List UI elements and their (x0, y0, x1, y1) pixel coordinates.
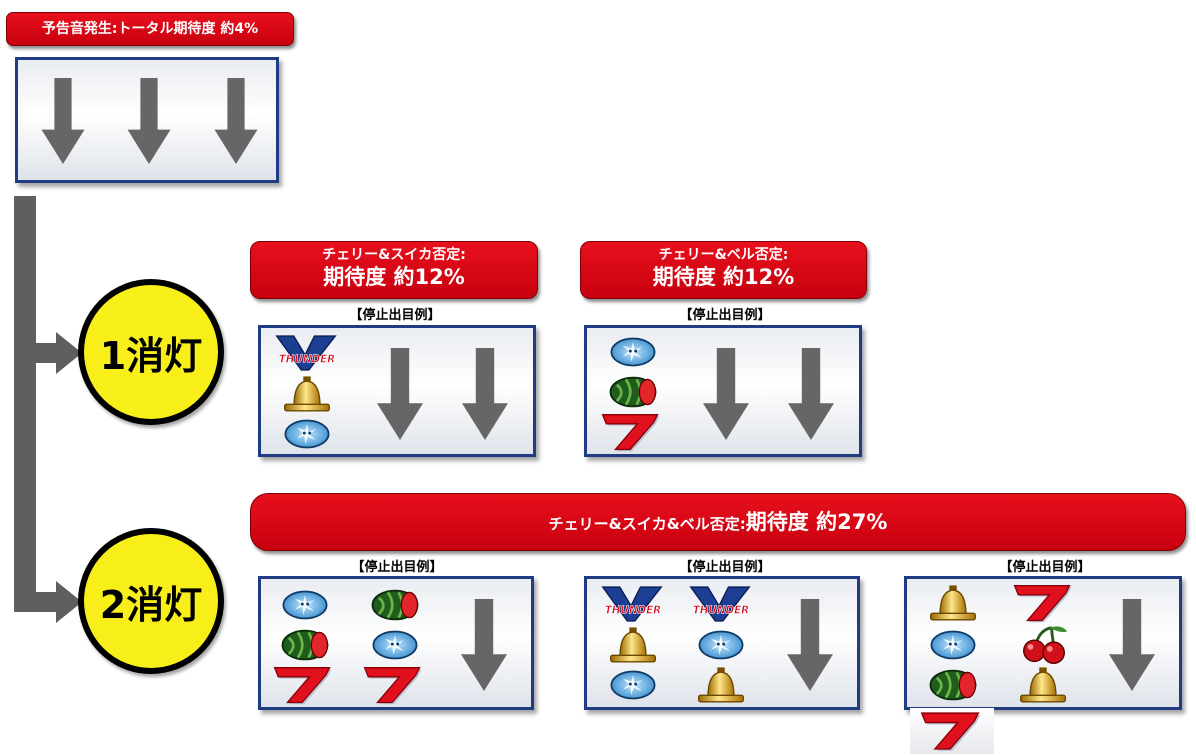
cherry-watermelon-bell-denial-rate: 期待度 約27% (745, 510, 888, 534)
cherry-bell-denial-label: チェリー&ベル否定: 期待度 約12% (580, 241, 867, 299)
replay-symbol-icon (369, 627, 421, 663)
replay-symbol-icon (695, 627, 747, 663)
reel2-down-arrow-icon (703, 348, 749, 440)
replay-symbol-icon (281, 416, 333, 452)
cherry-watermelon-denial-label: チェリー&スイカ否定: 期待度 約12% (250, 241, 538, 299)
two-lights-off-badge: 2消灯 (78, 528, 224, 674)
cherry-bell-denial-line2: 期待度 約12% (652, 265, 795, 290)
thunder-symbol-icon (687, 585, 753, 623)
stop-pattern-caption-1b: 【停止出目例】 (679, 308, 771, 323)
seven-symbol-icon (1011, 583, 1075, 625)
stop-pattern-caption-1a: 【停止出目例】 (349, 308, 441, 323)
replay-symbol-icon (607, 667, 659, 703)
reel3-down-arrow-icon (787, 599, 833, 691)
bell-symbol-icon (695, 667, 747, 705)
top-expectation-label: 予告音発生:トータル期待度 約4% (6, 12, 294, 46)
top-expectation-text: 予告音発生:トータル期待度 約4% (41, 21, 259, 37)
reel3-down-arrow-icon (1109, 599, 1155, 691)
watermelon-symbol-icon (927, 667, 979, 703)
bell-symbol-icon (1017, 667, 1069, 705)
cherry-watermelon-bell-denial-prefix: チェリー&スイカ&ベル否定: (548, 515, 746, 533)
seven-symbol-icon (599, 412, 663, 454)
reel3-down-arrow-icon (462, 348, 508, 440)
bell-symbol-icon (607, 627, 659, 665)
cherry-bell-denial-line1: チェリー&ベル否定: (658, 247, 789, 263)
two-lights-off-label: 2消灯 (99, 582, 203, 627)
flow-connector-vertical (14, 196, 36, 612)
seven-symbol-icon (918, 710, 984, 754)
reel2-down-arrow-icon (377, 348, 423, 440)
thunder-symbol-icon (273, 334, 339, 372)
cherry-symbol-icon (1017, 623, 1071, 667)
cherry-watermelon-denial-line2: 期待度 約12% (323, 265, 465, 290)
flow-connector-branch1 (14, 343, 60, 363)
stop-pattern-panel-2c (904, 576, 1182, 710)
branch1-arrowhead-icon (56, 332, 82, 374)
reel3-down-arrow-icon (461, 599, 507, 691)
reel3-down-arrow-icon (213, 78, 259, 164)
replay-symbol-icon (279, 587, 331, 623)
bell-symbol-icon (927, 585, 979, 623)
branch2-arrowhead-icon (56, 581, 82, 623)
stop-pattern-panel-2b (584, 576, 860, 710)
flow-connector-branch2 (14, 592, 60, 612)
one-light-off-badge: 1消灯 (78, 279, 224, 425)
stop-pattern-caption-2c: 【停止出目例】 (999, 560, 1091, 575)
reel3-down-arrow-icon (788, 348, 834, 440)
cherry-watermelon-bell-denial-label: チェリー&スイカ&ベル否定:期待度 約27% (250, 493, 1186, 551)
stop-pattern-panel-2a (258, 576, 534, 710)
cherry-watermelon-denial-line1: チェリー&スイカ否定: (322, 247, 466, 263)
seven-symbol-icon (271, 665, 335, 707)
replay-symbol-icon (607, 334, 659, 370)
one-light-off-label: 1消灯 (99, 333, 203, 378)
seven-symbol-icon (361, 665, 425, 707)
stop-pattern-panel-1a (258, 325, 536, 457)
thunder-symbol-icon (599, 585, 665, 623)
watermelon-symbol-icon (369, 587, 421, 623)
replay-symbol-icon (927, 627, 979, 663)
stop-pattern-caption-2a: 【停止出目例】 (351, 560, 443, 575)
reel1-down-arrow-icon (40, 78, 86, 164)
watermelon-symbol-icon (607, 374, 659, 410)
stop-pattern-caption-2b: 【停止出目例】 (679, 560, 771, 575)
reel2-down-arrow-icon (126, 78, 172, 164)
stop-pattern-panel-1b (584, 325, 862, 457)
initial-reel-panel (15, 57, 279, 183)
bell-symbol-icon (281, 376, 333, 414)
watermelon-symbol-icon (279, 627, 331, 663)
